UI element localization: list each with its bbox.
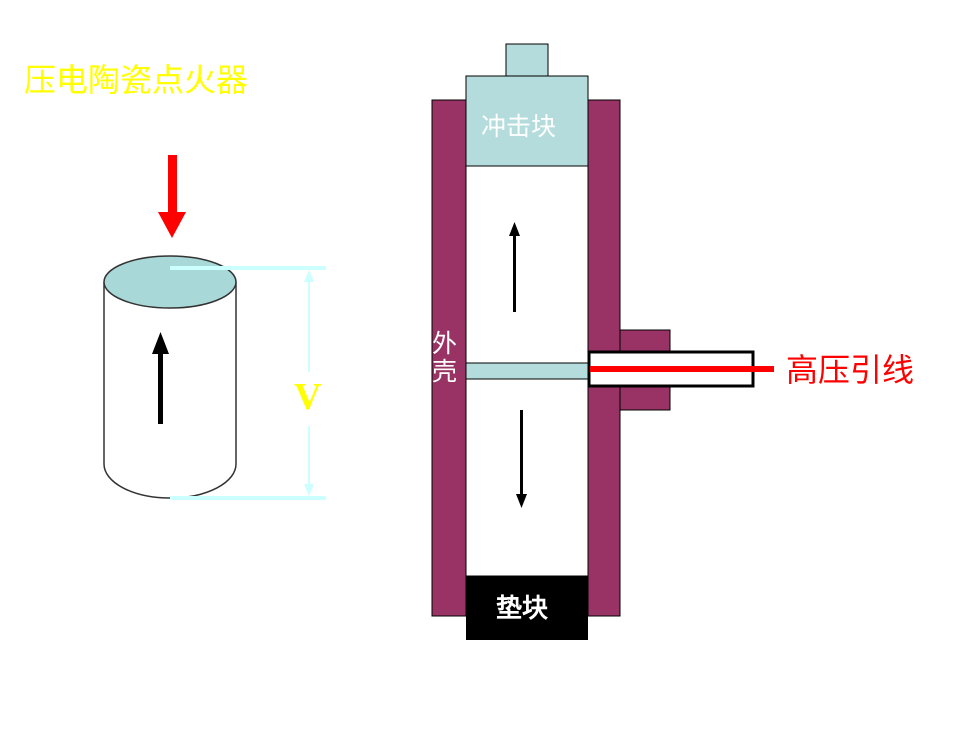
- impact-block-label: 冲击块: [481, 112, 557, 141]
- crystal-top-face: [103, 255, 237, 309]
- hv-lead-wire: [590, 366, 774, 372]
- upper-polarization-arrow: [509, 222, 520, 312]
- electrode-plate: [465, 362, 589, 380]
- lower-polarization-arrow: [516, 410, 527, 508]
- pad-block: [466, 576, 588, 640]
- housing-left-wall: [431, 99, 467, 617]
- hv-lead-label: 高压引线: [786, 351, 915, 389]
- impact-block: [465, 75, 589, 167]
- force-arrow: [158, 155, 186, 238]
- housing-label: 外壳: [432, 329, 458, 386]
- piezo-crystal-cylinder: [103, 255, 237, 499]
- voltage-label: V: [294, 376, 322, 418]
- voltage-dimension: [170, 266, 326, 500]
- crystal-polarization-arrow: [152, 332, 169, 424]
- pad-block-label: 垫块: [496, 594, 549, 624]
- diagram-title: 压电陶瓷点火器: [24, 61, 249, 99]
- plunger-stem: [505, 43, 549, 77]
